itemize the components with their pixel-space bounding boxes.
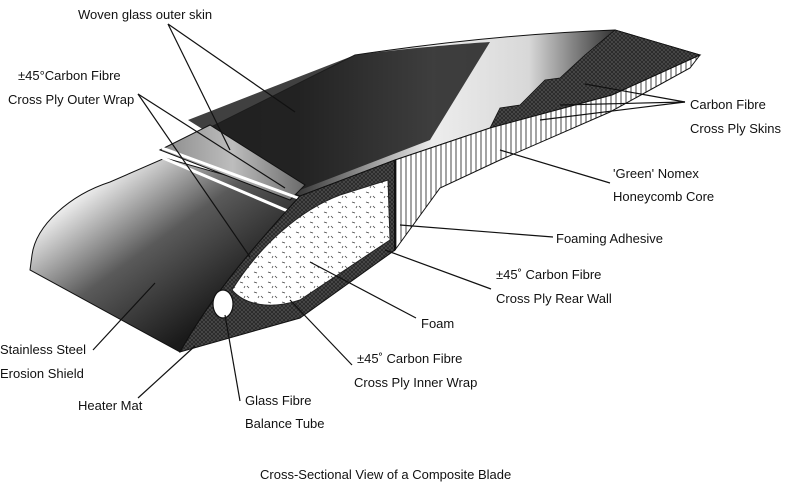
label-outer-wrap-line2: Cross Ply Outer Wrap (8, 92, 135, 107)
label-shield-line2: Erosion Shield (0, 366, 84, 381)
label-rear-wall-line1: ±45˚ Carbon Fibre (496, 267, 602, 282)
label-inner-wrap-line2: Cross Ply Inner Wrap (354, 375, 478, 390)
foam-core (231, 179, 391, 306)
label-tube-line2: Balance Tube (245, 416, 325, 431)
top-skin-dark-band (188, 42, 490, 190)
label-shield-line1: Stainless Steel (0, 342, 86, 357)
label-skins-line1: Carbon Fibre (690, 97, 766, 112)
label-foam: Foam (421, 316, 455, 331)
label-outer-wrap-line1: ±45°Carbon Fibre (18, 68, 121, 83)
label-tube-line1: Glass Fibre (245, 393, 312, 408)
label-woven-glass: Woven glass outer skin (78, 7, 213, 22)
label-nomex-line1: 'Green' Nomex (613, 166, 699, 181)
diagram-caption: Cross-Sectional View of a Composite Blad… (260, 467, 512, 482)
label-heater-mat: Heater Mat (78, 398, 143, 413)
label-adhesive: Foaming Adhesive (556, 231, 663, 246)
label-inner-wrap-line1: ±45˚ Carbon Fibre (357, 351, 463, 366)
leader-lines (92, 23, 686, 402)
balance-tube (212, 289, 234, 319)
label-nomex-line2: Honeycomb Core (613, 189, 715, 204)
strip-edge-lines (155, 146, 299, 214)
label-skins-line2: Cross Ply Skins (690, 121, 782, 136)
outer-wrap-strip (158, 124, 306, 201)
label-rear-wall-line2: Cross Ply Rear Wall (496, 291, 612, 306)
